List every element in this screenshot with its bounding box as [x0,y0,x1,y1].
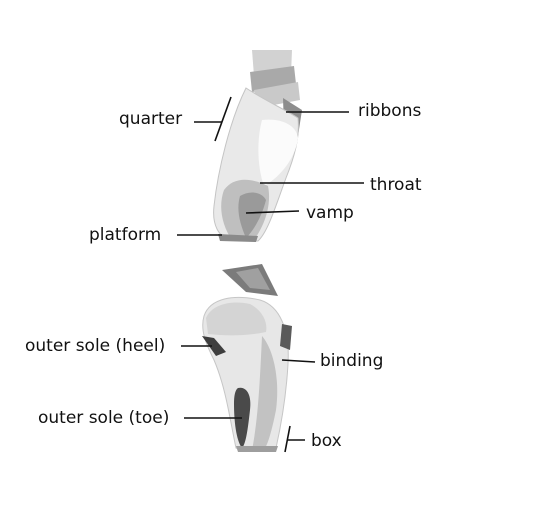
label-quarter: quarter [119,109,182,129]
box-tip [236,446,278,452]
heel-ribbon-highlight [236,268,270,290]
label-vamp: vamp [306,203,354,223]
binding-leader [281,359,316,363]
label-outer-sole-heel: outer sole (heel) [25,336,165,356]
leader-lines [177,96,364,453]
label-platform: platform [89,225,161,245]
outer-sole-heel-piece [202,336,226,356]
part-labels: quarter ribbons throat vamp platform out… [25,101,422,451]
binding-edge [280,324,292,350]
pointe-shoe-front-illustration [213,50,302,242]
label-box: box [311,431,342,451]
outer-sole-toe-piece [234,387,251,448]
back-shoe-shading [252,336,278,450]
pointe-shoe-back-illustration [202,264,292,452]
label-binding: binding [320,351,383,371]
label-outer-sole-toe: outer sole (toe) [38,408,169,428]
shoe-platform-tip [218,234,258,242]
quarter-tick [214,96,232,142]
shoe-throat-opening [258,119,298,186]
label-ribbons: ribbons [358,101,421,121]
vamp-leader [245,210,300,214]
shoe-vamp-dark [238,192,266,238]
back-shoe-heel [206,302,267,336]
box-tick [284,425,291,453]
label-throat: throat [370,175,422,195]
